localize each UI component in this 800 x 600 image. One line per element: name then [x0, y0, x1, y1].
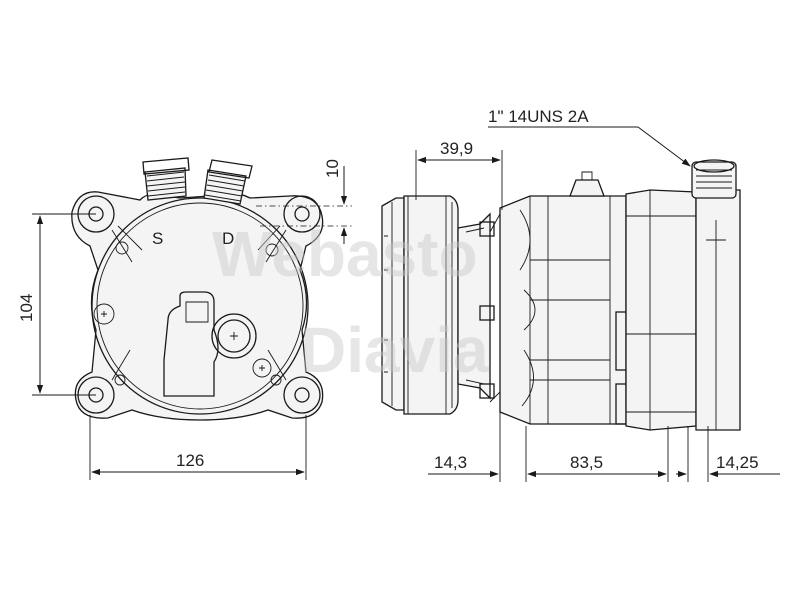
body-length-dimension-label: 83,5 [570, 453, 603, 472]
discharge-port-label: D [222, 229, 234, 248]
mount-boss-bottom-right [283, 376, 321, 414]
thread-callout-label: 1" 14UNS 2A [488, 107, 589, 126]
shaft-housing [163, 291, 219, 397]
port-offset-dimension-label: 10 [323, 159, 342, 178]
mount-boss-top-right [283, 195, 321, 233]
side-view: 1" 14UNS 2A 39,9 14,3 83,5 14,25 [381, 107, 780, 482]
watermark-line-2: Diavia [300, 314, 489, 386]
suction-fitting [142, 157, 190, 201]
service-port [211, 313, 257, 359]
compressor-main-body [499, 195, 627, 425]
pulley [403, 195, 459, 415]
suction-port-label: S [152, 229, 163, 248]
thread-callout-arrow [637, 126, 691, 167]
height-dimension-label: 104 [17, 294, 36, 322]
front-view: S D 126 104 10 [17, 157, 352, 480]
rear-head [625, 189, 697, 431]
rear-port [695, 189, 741, 431]
watermark-line-1: Webasto [212, 218, 478, 290]
hub-offset-dimension-label: 14,3 [434, 453, 467, 472]
watermark: Webasto Diavia [212, 218, 489, 386]
discharge-fitting [203, 159, 253, 205]
body-inner-circle [96, 202, 304, 410]
threaded-port [691, 161, 737, 199]
width-dimension-label: 126 [176, 451, 204, 470]
compressor-body-circle [91, 197, 309, 415]
rear-length-dimension-label: 14,25 [716, 453, 759, 472]
clutch-depth-dimension-label: 39,9 [440, 139, 473, 158]
